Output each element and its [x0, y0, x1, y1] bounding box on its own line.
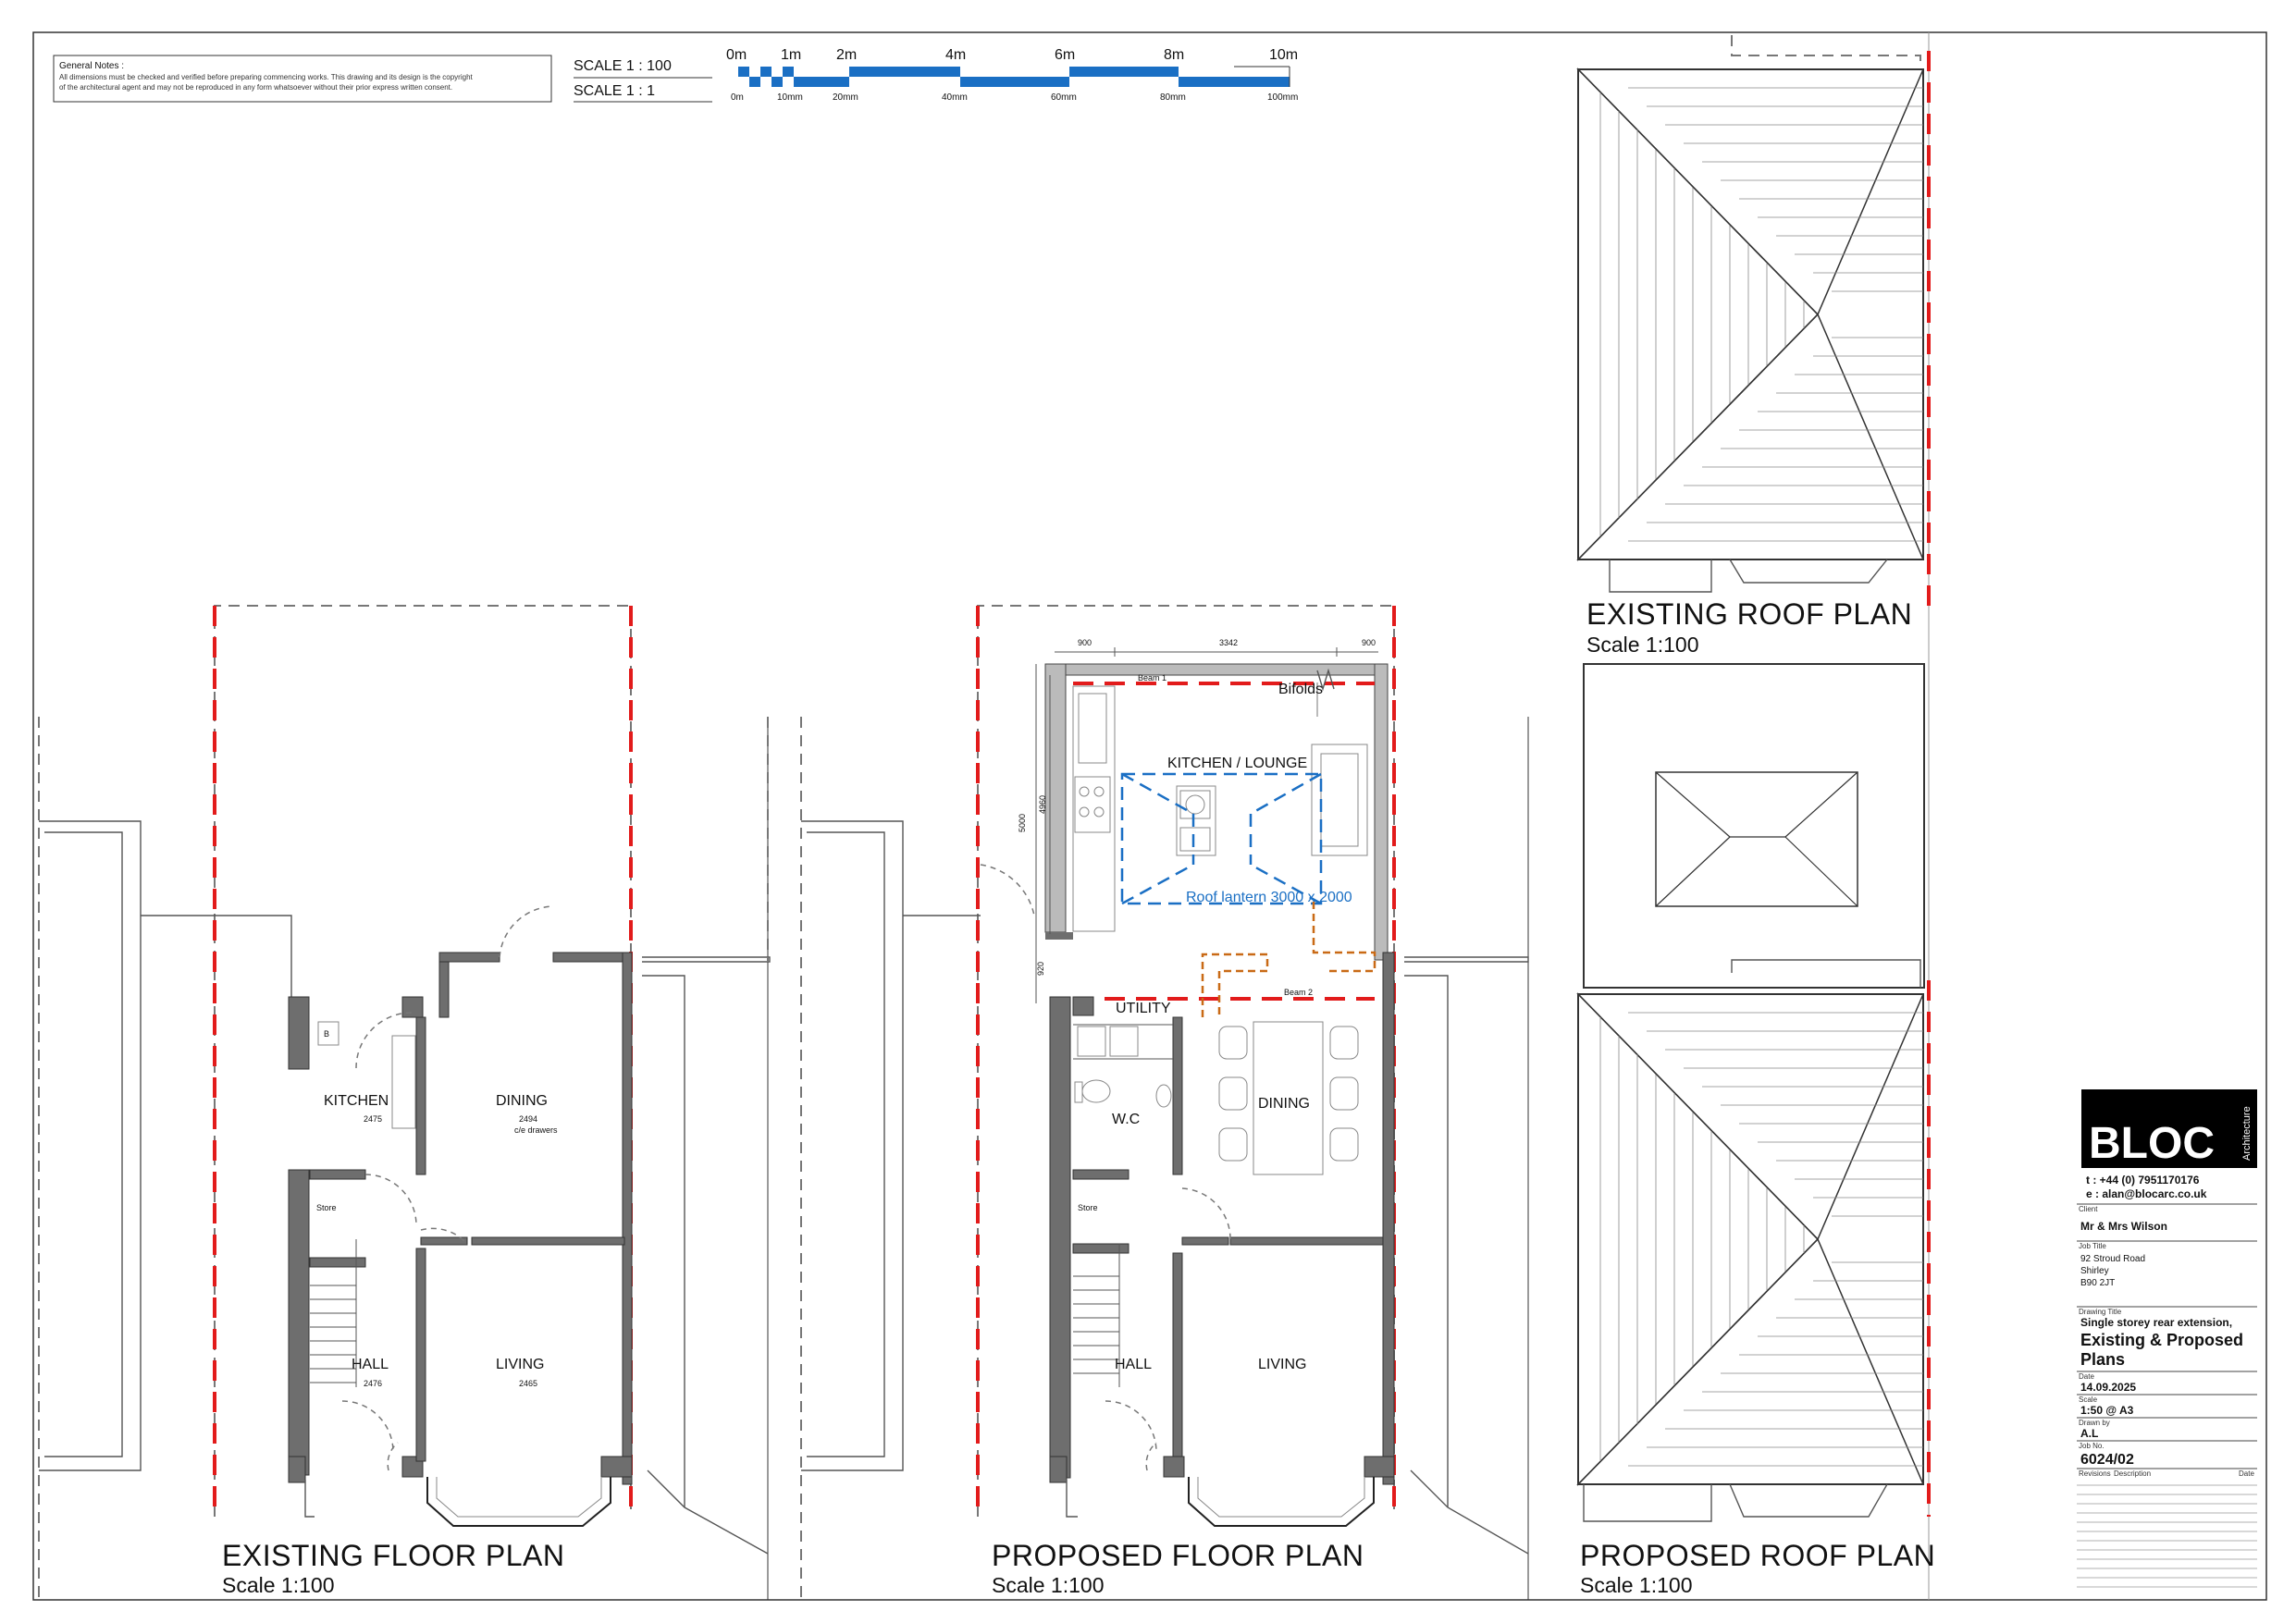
scale-sub-100mm: 100mm	[1267, 92, 1298, 103]
proposed-roof-plan: PROPOSED ROOF PLAN Scale 1:100	[1576, 663, 1935, 1597]
existing-floor-plan-scale: Scale 1:100	[222, 1573, 334, 1597]
proposed-utility-label: UTILITY	[1116, 1001, 1171, 1016]
scale-sub-80mm: 80mm	[1160, 92, 1186, 103]
existing-roof-plan-scale: Scale 1:100	[1586, 633, 1698, 657]
existing-floor-plan-title: EXISTING FLOOR PLAN	[222, 1539, 564, 1572]
scale-sub-60mm: 60mm	[1051, 92, 1077, 103]
client-caption: Client	[2079, 1205, 2098, 1213]
existing-roof-plan-title: EXISTING ROOF PLAN	[1586, 597, 1912, 631]
existing-kitchen-dim: 2475	[364, 1114, 382, 1124]
scale-tick-0m: 0m	[726, 47, 747, 63]
notes-heading: General Notes :	[59, 61, 124, 71]
revision-date-caption: Date	[2239, 1469, 2254, 1478]
notes-line-2: of the architectural agent and may not b…	[59, 83, 452, 92]
proposed-hall-label: HALL	[1115, 1357, 1152, 1372]
job-number: 6024/02	[2080, 1452, 2134, 1468]
revisions-caption: Revisions	[2079, 1469, 2111, 1478]
job-no-caption: Job No.	[2079, 1442, 2105, 1450]
proposed-living-label: LIVING	[1258, 1357, 1306, 1372]
job-title-caption: Job Title	[2079, 1242, 2106, 1250]
drawn-by: A.L	[2080, 1427, 2098, 1440]
proposed-beam-2-label: Beam 2	[1284, 988, 1313, 997]
proposed-floor-plan: 900 3342 900 5000 4960 920	[800, 605, 1529, 1600]
drawing-date: 14.09.2025	[2080, 1381, 2136, 1394]
sheet-border	[32, 31, 2267, 1601]
existing-dining-label: DINING	[496, 1093, 548, 1109]
proposed-roof-lantern-label: Roof lantern 3000 x 2000	[1186, 890, 1352, 905]
bloc-logo-sub: Architecture	[2241, 1106, 2253, 1161]
proposed-bifolds-label: Bifolds	[1278, 682, 1323, 697]
scale-sub-20mm: 20mm	[833, 92, 858, 103]
scale-tick-4m: 4m	[945, 47, 966, 63]
scale-tick-2m: 2m	[836, 47, 857, 63]
existing-dining-sub: c/e drawers	[514, 1125, 558, 1135]
date-caption: Date	[2079, 1372, 2094, 1381]
scale-bar-label-1: SCALE 1 : 100	[574, 58, 672, 74]
proposed-store-label: Store	[1078, 1203, 1098, 1212]
drawing-scale: 1:50 @ A3	[2080, 1404, 2134, 1417]
existing-floor-plan: B KITCHEN 2475 DINING 2494 c/e drawers S…	[38, 605, 771, 1600]
drawn-by-caption: Drawn by	[2079, 1419, 2110, 1427]
drawing-subtitle: Single storey rear extension,	[2080, 1316, 2232, 1329]
proposed-dim-side-3: 920	[1036, 962, 1045, 976]
scale-sub-40mm: 40mm	[942, 92, 968, 103]
scale-tick-6m: 6m	[1055, 47, 1075, 63]
address-line-2: Shirley	[2080, 1266, 2109, 1276]
proposed-kitchen-lounge-label: KITCHEN / LOUNGE	[1167, 756, 1307, 771]
scale-tick-8m: 8m	[1164, 47, 1184, 63]
scale-tick-1m: 1m	[781, 47, 801, 63]
proposed-floor-plan-title: PROPOSED FLOOR PLAN	[992, 1539, 1364, 1572]
proposed-dining-label: DINING	[1258, 1096, 1310, 1112]
notes-line-1: All dimensions must be checked and verif…	[59, 73, 474, 81]
existing-hall-dim: 2476	[364, 1379, 382, 1388]
drawing-title-line-2: Plans	[2080, 1350, 2125, 1369]
proposed-roof-plan-scale: Scale 1:100	[1580, 1573, 1692, 1597]
description-caption: Description	[2114, 1469, 2151, 1478]
proposed-dim-side-1: 5000	[1018, 814, 1027, 832]
existing-living-label: LIVING	[496, 1357, 544, 1372]
proposed-dim-mid: 3342	[1219, 638, 1238, 647]
scale-bar-label-2: SCALE 1 : 1	[574, 83, 655, 99]
scale-tick-10m: 10m	[1269, 47, 1298, 63]
existing-dining-dim: 2494	[519, 1114, 537, 1124]
drawing-title-line-1: Existing & Proposed	[2080, 1331, 2243, 1349]
proposed-roof-plan-title: PROPOSED ROOF PLAN	[1580, 1539, 1935, 1572]
existing-hall-label: HALL	[352, 1357, 389, 1372]
drawing-title-caption: Drawing Title	[2079, 1308, 2122, 1316]
contact-email: e : alan@blocarc.co.uk	[2086, 1187, 2207, 1200]
scale-sub-0m: 0m	[731, 92, 744, 103]
scale-bar: SCALE 1 : 100 SCALE 1 : 1 0m 1m 2m 4m 6m…	[574, 47, 1298, 103]
existing-boiler-label: B	[324, 1029, 329, 1039]
title-block: BLOC Architecture t : +44 (0) 7951170176…	[2077, 1089, 2257, 1588]
scale-sub-10mm: 10mm	[777, 92, 803, 103]
proposed-beam-1-label: Beam 1	[1138, 673, 1167, 682]
existing-living-dim: 2465	[519, 1379, 537, 1388]
proposed-wc-label: W.C	[1112, 1112, 1140, 1127]
logo-box	[2081, 1089, 2257, 1168]
existing-kitchen-label: KITCHEN	[324, 1093, 389, 1109]
bloc-logo: BLOC	[2089, 1119, 2215, 1168]
general-notes: General Notes : All dimensions must be c…	[53, 55, 552, 103]
proposed-dim-left: 900	[1078, 638, 1092, 647]
address-line-3: B90 2JT	[2080, 1278, 2115, 1288]
existing-roof-plan: EXISTING ROOF PLAN Scale 1:100	[1576, 35, 1931, 657]
proposed-floor-plan-scale: Scale 1:100	[992, 1573, 1104, 1597]
scale-caption: Scale	[2079, 1396, 2098, 1404]
existing-store-label: Store	[316, 1203, 337, 1212]
proposed-dim-side-2: 4960	[1038, 795, 1047, 814]
contact-phone: t : +44 (0) 7951170176	[2086, 1174, 2200, 1187]
revision-rows	[2077, 1484, 2257, 1588]
proposed-dim-right: 900	[1362, 638, 1376, 647]
client-name: Mr & Mrs Wilson	[2080, 1220, 2167, 1233]
address-line-1: 92 Stroud Road	[2080, 1254, 2145, 1264]
